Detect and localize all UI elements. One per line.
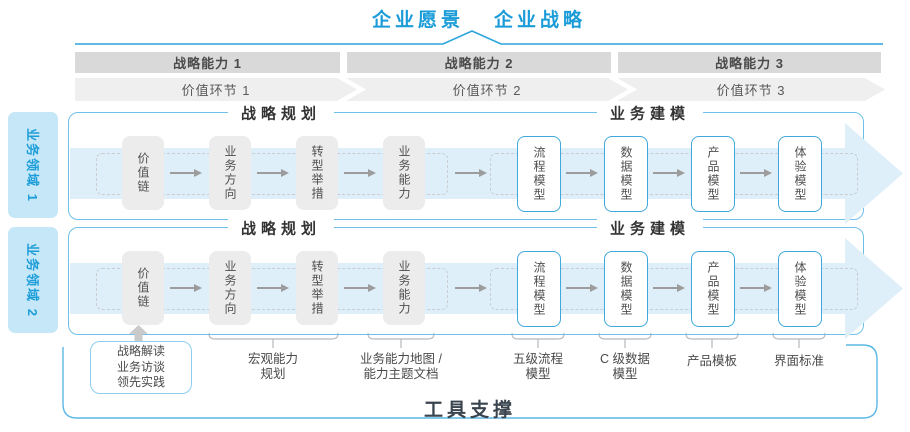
- bracket-icon: [367, 332, 435, 348]
- box-label: 产品模型: [706, 261, 720, 317]
- domain-label-text: 业务领域 1: [24, 127, 40, 203]
- value-link-chevron-1: 价值环节 1: [75, 78, 357, 101]
- box-label: 业务方向: [223, 145, 237, 201]
- flow-arrow-icon: [170, 283, 202, 292]
- box-label: 数据模型: [619, 146, 633, 202]
- flow-arrow-icon: [344, 283, 376, 292]
- modeling-box-process-model: 流程模型: [517, 251, 561, 327]
- strategy-title: 企业战略: [494, 10, 587, 31]
- strategic-capability-bar-1: 战略能力 1: [75, 52, 340, 73]
- planning-box-business-capability: 业务能力: [383, 136, 425, 210]
- modeling-box-data-model: 数据模型: [604, 136, 648, 212]
- dashed-group-outline: [96, 268, 448, 310]
- practice-line: 领先实践: [116, 375, 165, 390]
- planning-box-transformation: 转型举措: [296, 251, 338, 325]
- value-link-chevron-3: 价值环节 3: [617, 78, 885, 101]
- bracket-icon: [772, 332, 826, 348]
- box-label: 转型举措: [310, 145, 324, 201]
- strategic-capability-bar-2: 战略能力 2: [347, 52, 611, 73]
- planning-box-value-chain: 价值链: [122, 136, 164, 210]
- annotation-data-model: C 级数据 模型: [599, 352, 651, 381]
- modeling-box-experience-model: 体验模型: [778, 136, 822, 212]
- flow-arrow-icon: [653, 283, 685, 292]
- dashed-group-outline: [490, 268, 858, 310]
- modeling-box-experience-model: 体验模型: [778, 251, 822, 327]
- tool-support-label: 工具支撑: [423, 400, 516, 421]
- flow-arrow-icon: [455, 168, 487, 177]
- flow-arrow-icon: [566, 168, 598, 177]
- box-label: 体验模型: [793, 261, 807, 317]
- flow-arrow-icon: [257, 168, 289, 177]
- modeling-box-process-model: 流程模型: [517, 136, 561, 212]
- flow-arrow-icon: [653, 168, 685, 177]
- modeling-box-product-model: 产品模型: [691, 251, 735, 327]
- planning-box-business-capability: 业务能力: [383, 251, 425, 325]
- box-label: 价值链: [136, 267, 150, 309]
- flow-arrow-icon: [257, 283, 289, 292]
- bracket-icon: [598, 332, 652, 348]
- flow-arrow-icon: [344, 168, 376, 177]
- annotation-process-model: 五级流程 模型: [512, 352, 564, 381]
- planning-box-value-chain: 价值链: [122, 251, 164, 325]
- planning-box-transformation: 转型举措: [296, 136, 338, 210]
- box-label: 体验模型: [793, 146, 807, 202]
- planning-box-business-direction: 业务方向: [209, 251, 251, 325]
- annotation-interface-standard: 界面标准: [773, 354, 825, 368]
- box-label: 业务能力: [397, 260, 411, 316]
- flow-arrow-icon: [566, 283, 598, 292]
- value-link-chevron-2: 价值环节 2: [346, 78, 628, 101]
- planning-box-business-direction: 业务方向: [209, 136, 251, 210]
- annotation-macro-capability: 宏观能力 规划: [247, 352, 299, 381]
- practice-line: 业务访谈: [116, 359, 165, 374]
- flow-arrow-icon: [455, 283, 487, 292]
- box-label: 流程模型: [532, 146, 546, 202]
- box-label: 业务方向: [223, 260, 237, 316]
- dashed-group-outline: [96, 153, 448, 195]
- box-label: 流程模型: [532, 261, 546, 317]
- title-connector-line-icon: [75, 30, 883, 45]
- bracket-icon: [685, 332, 739, 348]
- annotation-capability-map: 业务能力地图 / 能力主题文档: [360, 352, 442, 381]
- bracket-icon: [511, 332, 565, 348]
- section-header-planning: 战略规划: [227, 102, 335, 124]
- dashed-group-outline: [490, 153, 858, 195]
- flow-arrow-icon: [170, 168, 202, 177]
- box-label: 产品模型: [706, 146, 720, 202]
- vision-title: 企业愿景: [371, 10, 464, 31]
- flow-arrow-icon: [740, 168, 772, 177]
- domain-label-text: 业务领域 2: [24, 242, 40, 318]
- modeling-box-data-model: 数据模型: [604, 251, 648, 327]
- bracket-icon: [208, 332, 339, 348]
- box-label: 价值链: [136, 152, 150, 194]
- section-header-planning: 战略规划: [227, 217, 335, 239]
- section-header-modeling: 业务建模: [596, 102, 704, 124]
- annotation-product-template: 产品模板: [686, 354, 738, 368]
- box-label: 业务能力: [397, 145, 411, 201]
- modeling-box-product-model: 产品模型: [691, 136, 735, 212]
- box-label: 转型举措: [310, 260, 324, 316]
- strategic-capability-bar-3: 战略能力 3: [618, 52, 881, 73]
- bracket-connectors: [208, 332, 826, 348]
- practice-methods-box: 战略解读 业务访谈 领先实践: [90, 341, 192, 394]
- box-label: 数据模型: [619, 261, 633, 317]
- business-domain-label-1: 业务领域 1: [8, 112, 58, 218]
- page-title: 企业愿景 企业战略: [75, 5, 883, 32]
- business-domain-label-2: 业务领域 2: [8, 227, 58, 333]
- flow-arrow-icon: [740, 283, 772, 292]
- section-header-modeling: 业务建模: [596, 217, 704, 239]
- practice-line: 战略解读: [116, 344, 165, 359]
